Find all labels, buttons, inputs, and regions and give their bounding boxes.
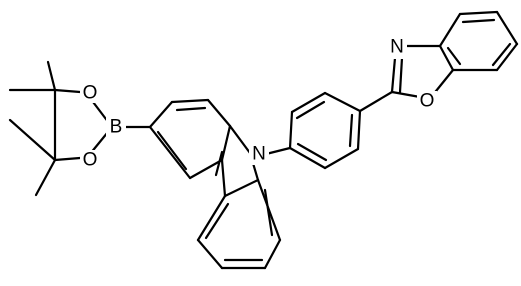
benzoxazole-group xyxy=(390,10,519,99)
oxygen-label-bottom: O xyxy=(83,150,98,171)
carbazole-nitrogen-label: N xyxy=(252,144,266,165)
boron-label: B xyxy=(110,117,123,138)
benzoxazole-oxygen-label: O xyxy=(420,91,435,112)
pinacol-boronate-group xyxy=(8,60,152,197)
phenylene-linker xyxy=(264,90,394,170)
atom-labels: O B O N N O xyxy=(80,37,437,171)
benzoxazole-nitrogen-label: N xyxy=(390,37,404,58)
carbazole-core xyxy=(148,98,282,270)
oxygen-label-top: O xyxy=(83,83,98,104)
